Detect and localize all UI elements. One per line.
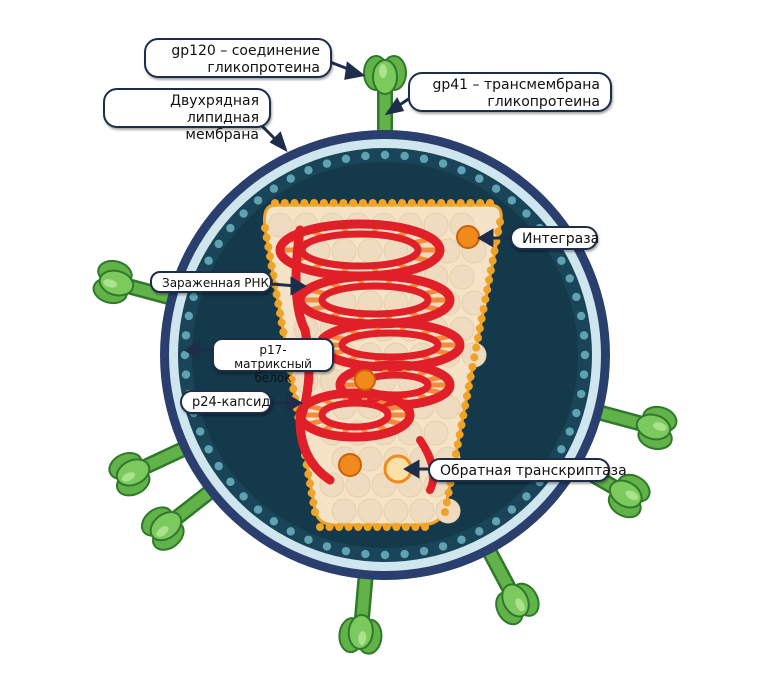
spike-head	[89, 256, 140, 309]
spike-head	[630, 401, 681, 454]
label-p17-matrix: p17-матриксный белок	[212, 338, 334, 385]
label-reverse-transcriptase: Обратная транскриптаза	[428, 458, 627, 482]
label-membrane: Двухрядная липидная мембрана	[103, 88, 271, 143]
spike-head	[363, 55, 407, 95]
label-gp120: gp120 – соединение гликопротеина	[144, 38, 332, 78]
label-infected-rna: Зараженная РНК	[150, 271, 272, 293]
label-gp41: gp41 – трансмембрана гликопротеина	[408, 72, 612, 112]
integrase-enzyme	[456, 225, 480, 249]
spike-head	[487, 574, 545, 630]
enzyme-dot	[338, 453, 362, 477]
enzyme-dot	[354, 369, 376, 391]
callout-arrows	[183, 60, 513, 479]
label-p24-capsid: p24-капсид	[180, 390, 272, 414]
spike-head	[337, 612, 385, 656]
label-integrase: Интеграза	[510, 226, 599, 250]
